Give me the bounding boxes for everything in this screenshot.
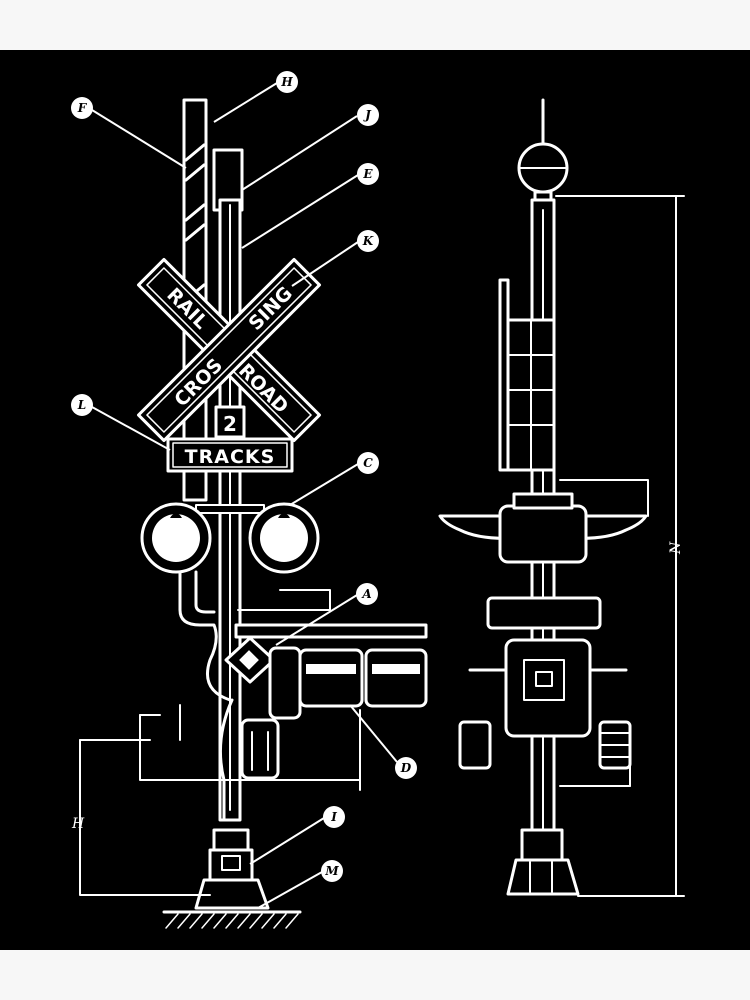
tracks-label: TRACKS xyxy=(185,446,276,468)
side-top-lamp xyxy=(517,98,569,204)
callout-e: E xyxy=(362,167,373,181)
callout-a: A xyxy=(361,587,371,601)
callout-m: M xyxy=(324,864,339,878)
side-height-label: N xyxy=(668,541,684,555)
side-crossbuck-profile xyxy=(498,278,556,472)
front-elevation-view: RAIL SING CROS ROAD 2 TRACKS xyxy=(71,98,428,929)
track-count-number: 2 xyxy=(223,412,237,436)
mast-base xyxy=(162,828,302,929)
callout-d: D xyxy=(400,761,412,775)
blueprint-poster: RAIL SING CROS ROAD 2 TRACKS xyxy=(0,50,750,950)
front-dimension-lines xyxy=(79,589,361,896)
callout-labels: F H J E K L C A D I M xyxy=(71,71,417,909)
callout-c: C xyxy=(363,456,373,470)
callout-l: L xyxy=(77,398,86,412)
track-count-plate: 2 xyxy=(214,405,246,439)
callout-j: J xyxy=(363,108,372,122)
side-light-hoods xyxy=(438,479,649,564)
tracks-plate: TRACKS xyxy=(166,437,294,473)
callout-h: H xyxy=(280,75,293,89)
side-mechanism-box xyxy=(458,596,632,770)
side-base xyxy=(506,828,580,896)
front-height-label: H xyxy=(71,816,85,832)
blueprint-drawing: RAIL SING CROS ROAD 2 TRACKS xyxy=(71,71,685,929)
callout-f: F xyxy=(77,101,88,115)
side-dimension-lines xyxy=(555,195,685,897)
callout-i: I xyxy=(330,810,337,824)
callout-k: K xyxy=(362,234,374,248)
main-mast xyxy=(212,148,244,822)
flashing-lights xyxy=(140,502,320,574)
side-elevation-view: N xyxy=(438,98,685,897)
mechanism-housing xyxy=(178,570,428,822)
